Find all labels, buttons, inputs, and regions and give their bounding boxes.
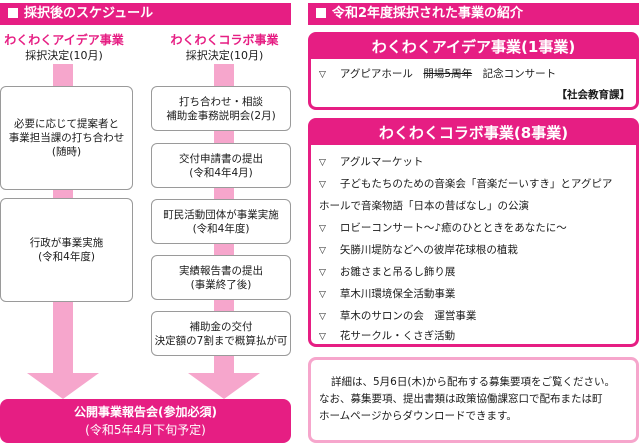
public-report-date: (令和5年4月下旬予定)	[85, 423, 206, 437]
step-line: 打ち合わせ・相談	[179, 95, 263, 108]
collab-column-title: わくわくコラボ事業	[170, 33, 279, 47]
collab-project-item: ▽ 花サークル・くさぎ活動	[319, 329, 455, 344]
item-text: お雛さまと吊るし飾り展	[339, 266, 456, 278]
step-line: 補助金事務説明会(2月)	[166, 109, 276, 122]
public-report-meeting: 公開事業報告会(参加必須) (令和5年4月下旬予定)	[0, 399, 291, 443]
collab-step-implementation: 町民活動団体が事業実施 (令和4年度)	[151, 199, 291, 244]
idea-arrow-head-icon	[27, 373, 99, 399]
note-line: 詳細は、5月6日(木)から配布する募集要項をご覧ください。	[331, 376, 616, 388]
idea-column-subtitle: 採択決定(10月)	[25, 49, 103, 62]
step-line: 決定額の7割まで概算払が可	[154, 334, 288, 347]
note-line: なお、募集要項、提出書類は政策協働課窓口で配布または町	[319, 393, 603, 405]
idea-project-item: ▽ アグピアホール 開場5周年 記念コンサート	[319, 67, 556, 82]
step-line: 行政が事業実施	[29, 237, 104, 249]
step-line: 実績報告書の提出	[179, 264, 263, 277]
item-text: ホールで音楽物語「日本の昔ばなし」の公演	[319, 200, 529, 212]
collab-project-item: ▽ ロビーコンサート〜♪癒のひとときをあなたに〜	[319, 221, 567, 236]
collab-project-item: ▽ 矢勝川堤防などへの彼岸花球根の植栽	[319, 243, 518, 258]
triangle-marker-icon: ▽	[319, 224, 326, 234]
collab-panel-title: わくわくコラボ事業(8事業)	[311, 121, 636, 145]
collab-project-item: ▽ 草木川環境保全活動事業	[319, 287, 455, 302]
triangle-marker-icon: ▽	[319, 290, 326, 300]
triangle-marker-icon: ▽	[319, 332, 326, 342]
collab-project-item: ▽ お雛さまと吊るし飾り展	[319, 265, 455, 280]
triangle-marker-icon: ▽	[319, 268, 326, 278]
triangle-marker-icon: ▽	[319, 158, 326, 168]
collab-step-report: 実績報告書の提出 (事業終了後)	[151, 255, 291, 300]
item-text: 矢勝川堤防などへの彼岸花球根の植栽	[339, 244, 518, 256]
intro-header-text: 令和2年度採択された事業の紹介	[332, 6, 524, 21]
details-note: 詳細は、5月6日(木)から配布する募集要項をご覧ください。 なお、募集要項、提出…	[308, 357, 639, 443]
item-text: 草木川環境保全活動事業	[339, 288, 456, 300]
triangle-marker-icon: ▽	[319, 180, 326, 190]
public-report-title: 公開事業報告会(参加必須)	[74, 405, 217, 419]
department-tag: 【社会教育課】	[556, 89, 631, 101]
step-line: 交付申請書の提出	[179, 152, 263, 165]
item-text: アグピアホール	[339, 68, 413, 80]
collab-step-grant: 補助金の交付 決定額の7割まで概算払が可	[151, 311, 291, 356]
item-text: 花サークル・くさぎ活動	[339, 330, 456, 342]
collab-column-head: わくわくコラボ事業 採択決定(10月)	[158, 32, 291, 64]
idea-step-implementation: 行政が事業実施 (令和4年度)	[0, 198, 133, 302]
triangle-marker-icon: ▽	[319, 312, 326, 322]
step-line: 事業担当課の打ち合わせ	[8, 132, 125, 144]
item-text: 子どもたちのための音楽会「音楽だーいすき」とアグピア	[339, 178, 613, 190]
item-text: 草木のサロンの会 運営事業	[339, 310, 477, 322]
collab-projects-panel: わくわくコラボ事業(8事業) ▽ アグルマーケット ▽ 子どもたちのための音楽会「音…	[308, 118, 639, 347]
item-text: アグルマーケット	[339, 156, 424, 168]
item-text: 記念コンサート	[482, 68, 557, 80]
note-line: ホームページからダウンロードできます。	[319, 410, 517, 422]
intro-header: 令和2年度採択された事業の紹介	[308, 3, 639, 25]
step-line: (令和4年度)	[192, 222, 250, 235]
collab-project-item: ▽ 草木のサロンの会 運営事業	[319, 309, 476, 324]
collab-step-application: 交付申請書の提出 (令和4年4月)	[151, 143, 291, 188]
square-bullet-icon	[8, 8, 18, 18]
collab-project-item: ▽ アグルマーケット	[319, 155, 423, 170]
collab-arrow-head-icon	[188, 373, 260, 399]
triangle-marker-icon: ▽	[319, 246, 326, 256]
collab-project-item-continued: ホールで音楽物語「日本の昔ばなし」の公演	[319, 199, 529, 213]
collab-project-item: ▽ 子どもたちのための音楽会「音楽だーいすき」とアグピア	[319, 177, 612, 192]
step-line: 町民活動団体が事業実施	[163, 208, 279, 221]
schedule-header-text: 採択後のスケジュール	[24, 6, 154, 21]
triangle-marker-icon: ▽	[319, 70, 326, 80]
collab-step-consult: 打ち合わせ・相談 補助金事務説明会(2月)	[151, 86, 291, 131]
idea-projects-panel: わくわくアイデア事業(1事業) ▽ アグピアホール 開場5周年 記念コンサート 【…	[308, 32, 639, 110]
item-text: ロビーコンサート〜♪癒のひとときをあなたに〜	[339, 222, 567, 234]
step-line: (事業終了後)	[190, 278, 252, 291]
idea-step-meeting: 必要に応じて提案者と 事業担当課の打ち合わせ (随時)	[0, 86, 133, 190]
square-bullet-icon	[316, 8, 326, 18]
idea-column-title: わくわくアイデア事業	[4, 33, 124, 47]
idea-column-head: わくわくアイデア事業 採択決定(10月)	[0, 32, 128, 64]
step-line: (令和4年4月)	[189, 166, 253, 179]
collab-column-subtitle: 採択決定(10月)	[185, 49, 264, 62]
step-line: 補助金の交付	[189, 320, 253, 333]
item-strike-text: 開場5周年	[423, 68, 473, 80]
schedule-header: 採択後のスケジュール	[0, 3, 291, 25]
idea-panel-title: わくわくアイデア事業(1事業)	[311, 35, 636, 59]
step-line: 必要に応じて提案者と	[14, 118, 119, 130]
step-line: (随時)	[51, 146, 82, 158]
step-line: (令和4年度)	[38, 251, 95, 263]
